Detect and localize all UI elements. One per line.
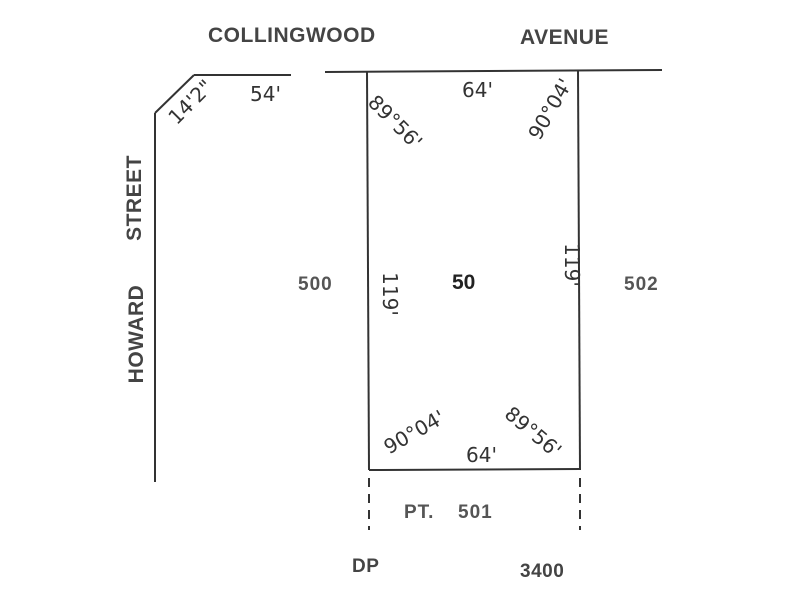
lot-west-boundary [366, 71, 370, 471]
corner-truncation-line [154, 74, 195, 114]
dimension-right: 119' [559, 243, 584, 287]
street-name-avenue: AVENUE [520, 26, 609, 49]
street-name-howard: HOWARD [125, 284, 148, 384]
lot-south-boundary [368, 468, 581, 471]
lot-number-main: 50 [452, 271, 476, 294]
lot-number-west: 500 [298, 274, 333, 295]
dimension-left: 119' [377, 272, 402, 316]
plan-number: 3400 [520, 561, 565, 582]
part-lot-prefix: PT. [404, 502, 435, 523]
avenue-line-east [324, 69, 663, 73]
dimension-bottom: 64' [466, 443, 497, 467]
lot-number-east: 502 [624, 274, 659, 295]
plan-prefix: DP [352, 556, 380, 577]
dimension-frontage-west: 54' [250, 82, 281, 106]
street-name-street: STREET [123, 155, 146, 241]
lot-east-boundary [577, 70, 581, 471]
dimension-top: 64' [462, 78, 493, 102]
part-lot-number: 501 [458, 502, 493, 523]
street-name-collingwood: COLLINGWOOD [208, 24, 376, 47]
